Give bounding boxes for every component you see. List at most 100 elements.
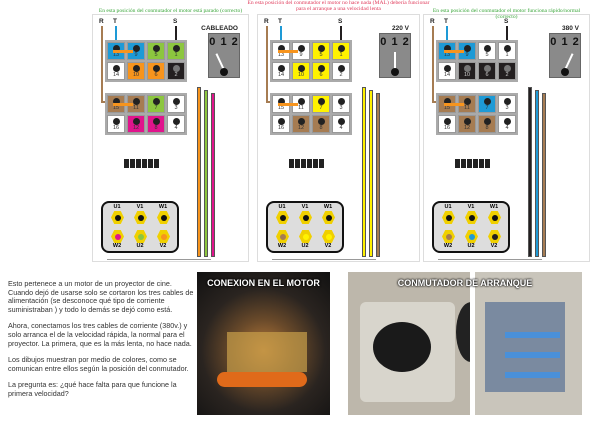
screw-icon [318,98,325,105]
terminal-4: 4 [167,115,185,133]
terminal-number: 4 [339,125,343,131]
rotary-switch: 0 1 2 [549,33,581,78]
motor-terminal-label: U1 [278,204,286,210]
wire-r [432,26,434,102]
photo-title-switch: CONMUTADOR DE ARRANQUE [397,278,533,288]
supply-wire [376,93,380,257]
supply-wire [369,90,373,257]
screw-icon [133,65,140,72]
terminal-number: 9 [465,52,469,58]
supply-wire [362,87,366,257]
screw-icon [173,98,180,105]
return-wire [272,259,376,260]
photo-switch [348,272,470,415]
motor-terminal-U1 [276,211,289,224]
terminal-number: 11 [464,105,470,111]
line-label: S [173,18,178,25]
terminal-8: 8 [478,115,496,133]
screw-icon [484,98,491,105]
terminal-10: 10 [127,62,145,80]
motor-terminal-U1 [111,211,124,224]
motor-terminal-label: U1 [113,204,121,210]
terminal-number: 12 [132,125,140,131]
photo-motor-connection: CONEXION EN EL MOTOR [197,272,330,415]
screw-icon [504,98,511,105]
switch-contacts-icon [455,159,490,168]
terminal-2: 2 [498,62,516,80]
motor-terminal-label: W2 [443,243,453,249]
bridge [444,103,464,106]
motor-terminal-label: W1 [489,204,499,210]
terminal-11: 11 [458,95,476,113]
terminal-number: 5 [154,52,158,58]
terminal-number: 16 [112,125,120,131]
bridge [113,103,133,106]
terminal-10: 10 [458,62,476,80]
paragraph-4: La pregunta es: ¿qué hace falta para que… [8,380,177,398]
photo-title: CONEXION EN EL MOTOR [207,278,320,288]
return-wire [107,259,211,260]
screw-icon [113,65,120,72]
terminal-1: 1 [332,42,350,60]
wire-t [115,26,117,41]
terminal-3: 3 [498,95,516,113]
line-label: R [430,18,435,25]
return-wire [438,259,542,260]
motor-terminal-label: V1 [301,204,309,210]
switch-knob [561,68,569,76]
terminal-4: 4 [332,115,350,133]
terminal-number: 6 [485,72,489,78]
supply-wire [211,93,215,257]
terminal-number: 7 [319,105,323,111]
screw-icon [444,45,451,52]
motor-terminal-V1 [465,211,478,224]
terminal-number: 13 [443,52,451,58]
panel-header: En esta posición del conmutador el motor… [98,8,243,14]
screw-icon [173,65,180,72]
screw-icon [338,98,345,105]
motor-terminal-W2 [111,230,124,243]
screw-icon [298,98,305,105]
switch-contacts-icon [289,159,324,168]
switch-knob [391,68,399,76]
screw-icon [484,45,491,52]
switch-mode-label: 380 V [562,25,579,32]
screw-icon [318,118,325,125]
terminal-5: 5 [478,42,496,60]
terminal-1: 1 [167,42,185,60]
terminal-number: 5 [485,52,489,58]
switch-mode-label: CABLEADO [201,25,238,32]
line-label: T [444,18,448,25]
screw-icon [444,65,451,72]
terminal-number: 11 [133,105,139,111]
screw-icon [298,118,305,125]
terminal-number: 3 [505,105,509,111]
screw-icon [278,45,285,52]
screw-icon [133,45,140,52]
motor-terminal-W2 [276,230,289,243]
line-label: S [338,18,343,25]
terminal-14: 14 [438,62,456,80]
screw-icon [338,45,345,52]
terminal-number: 7 [485,105,489,111]
screw-icon [338,118,345,125]
terminal-16: 16 [107,115,125,133]
description-text: Esto pertenece a un motor de un proyecto… [8,279,196,407]
terminal-7: 7 [147,95,165,113]
terminal-7: 7 [312,95,330,113]
screw-icon [153,65,160,72]
paragraph-3: Los dibujos muestran por medio de colore… [8,355,189,373]
switch-positions: 0 1 2 [209,36,239,48]
terminal-number: 1 [505,52,509,58]
terminal-number: 10 [132,72,140,78]
screw-icon [113,98,120,105]
screw-icon [113,45,120,52]
line-label: T [113,18,117,25]
screw-icon [464,65,471,72]
terminal-number: 12 [297,125,305,131]
terminal-number: 10 [463,72,471,78]
